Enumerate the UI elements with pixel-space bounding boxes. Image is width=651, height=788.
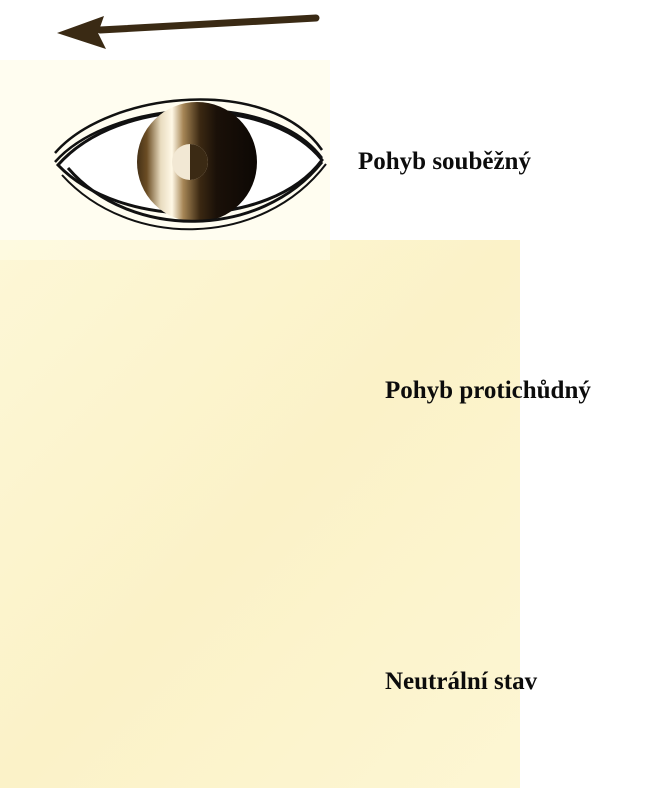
eye-label-opposite: Pohyb protichůdný [385, 377, 591, 405]
paper-background [0, 240, 520, 788]
eye-label-neutral: Neutrální stav [385, 668, 537, 696]
eye-label-concurrent: Pohyb souběžný [358, 148, 531, 176]
